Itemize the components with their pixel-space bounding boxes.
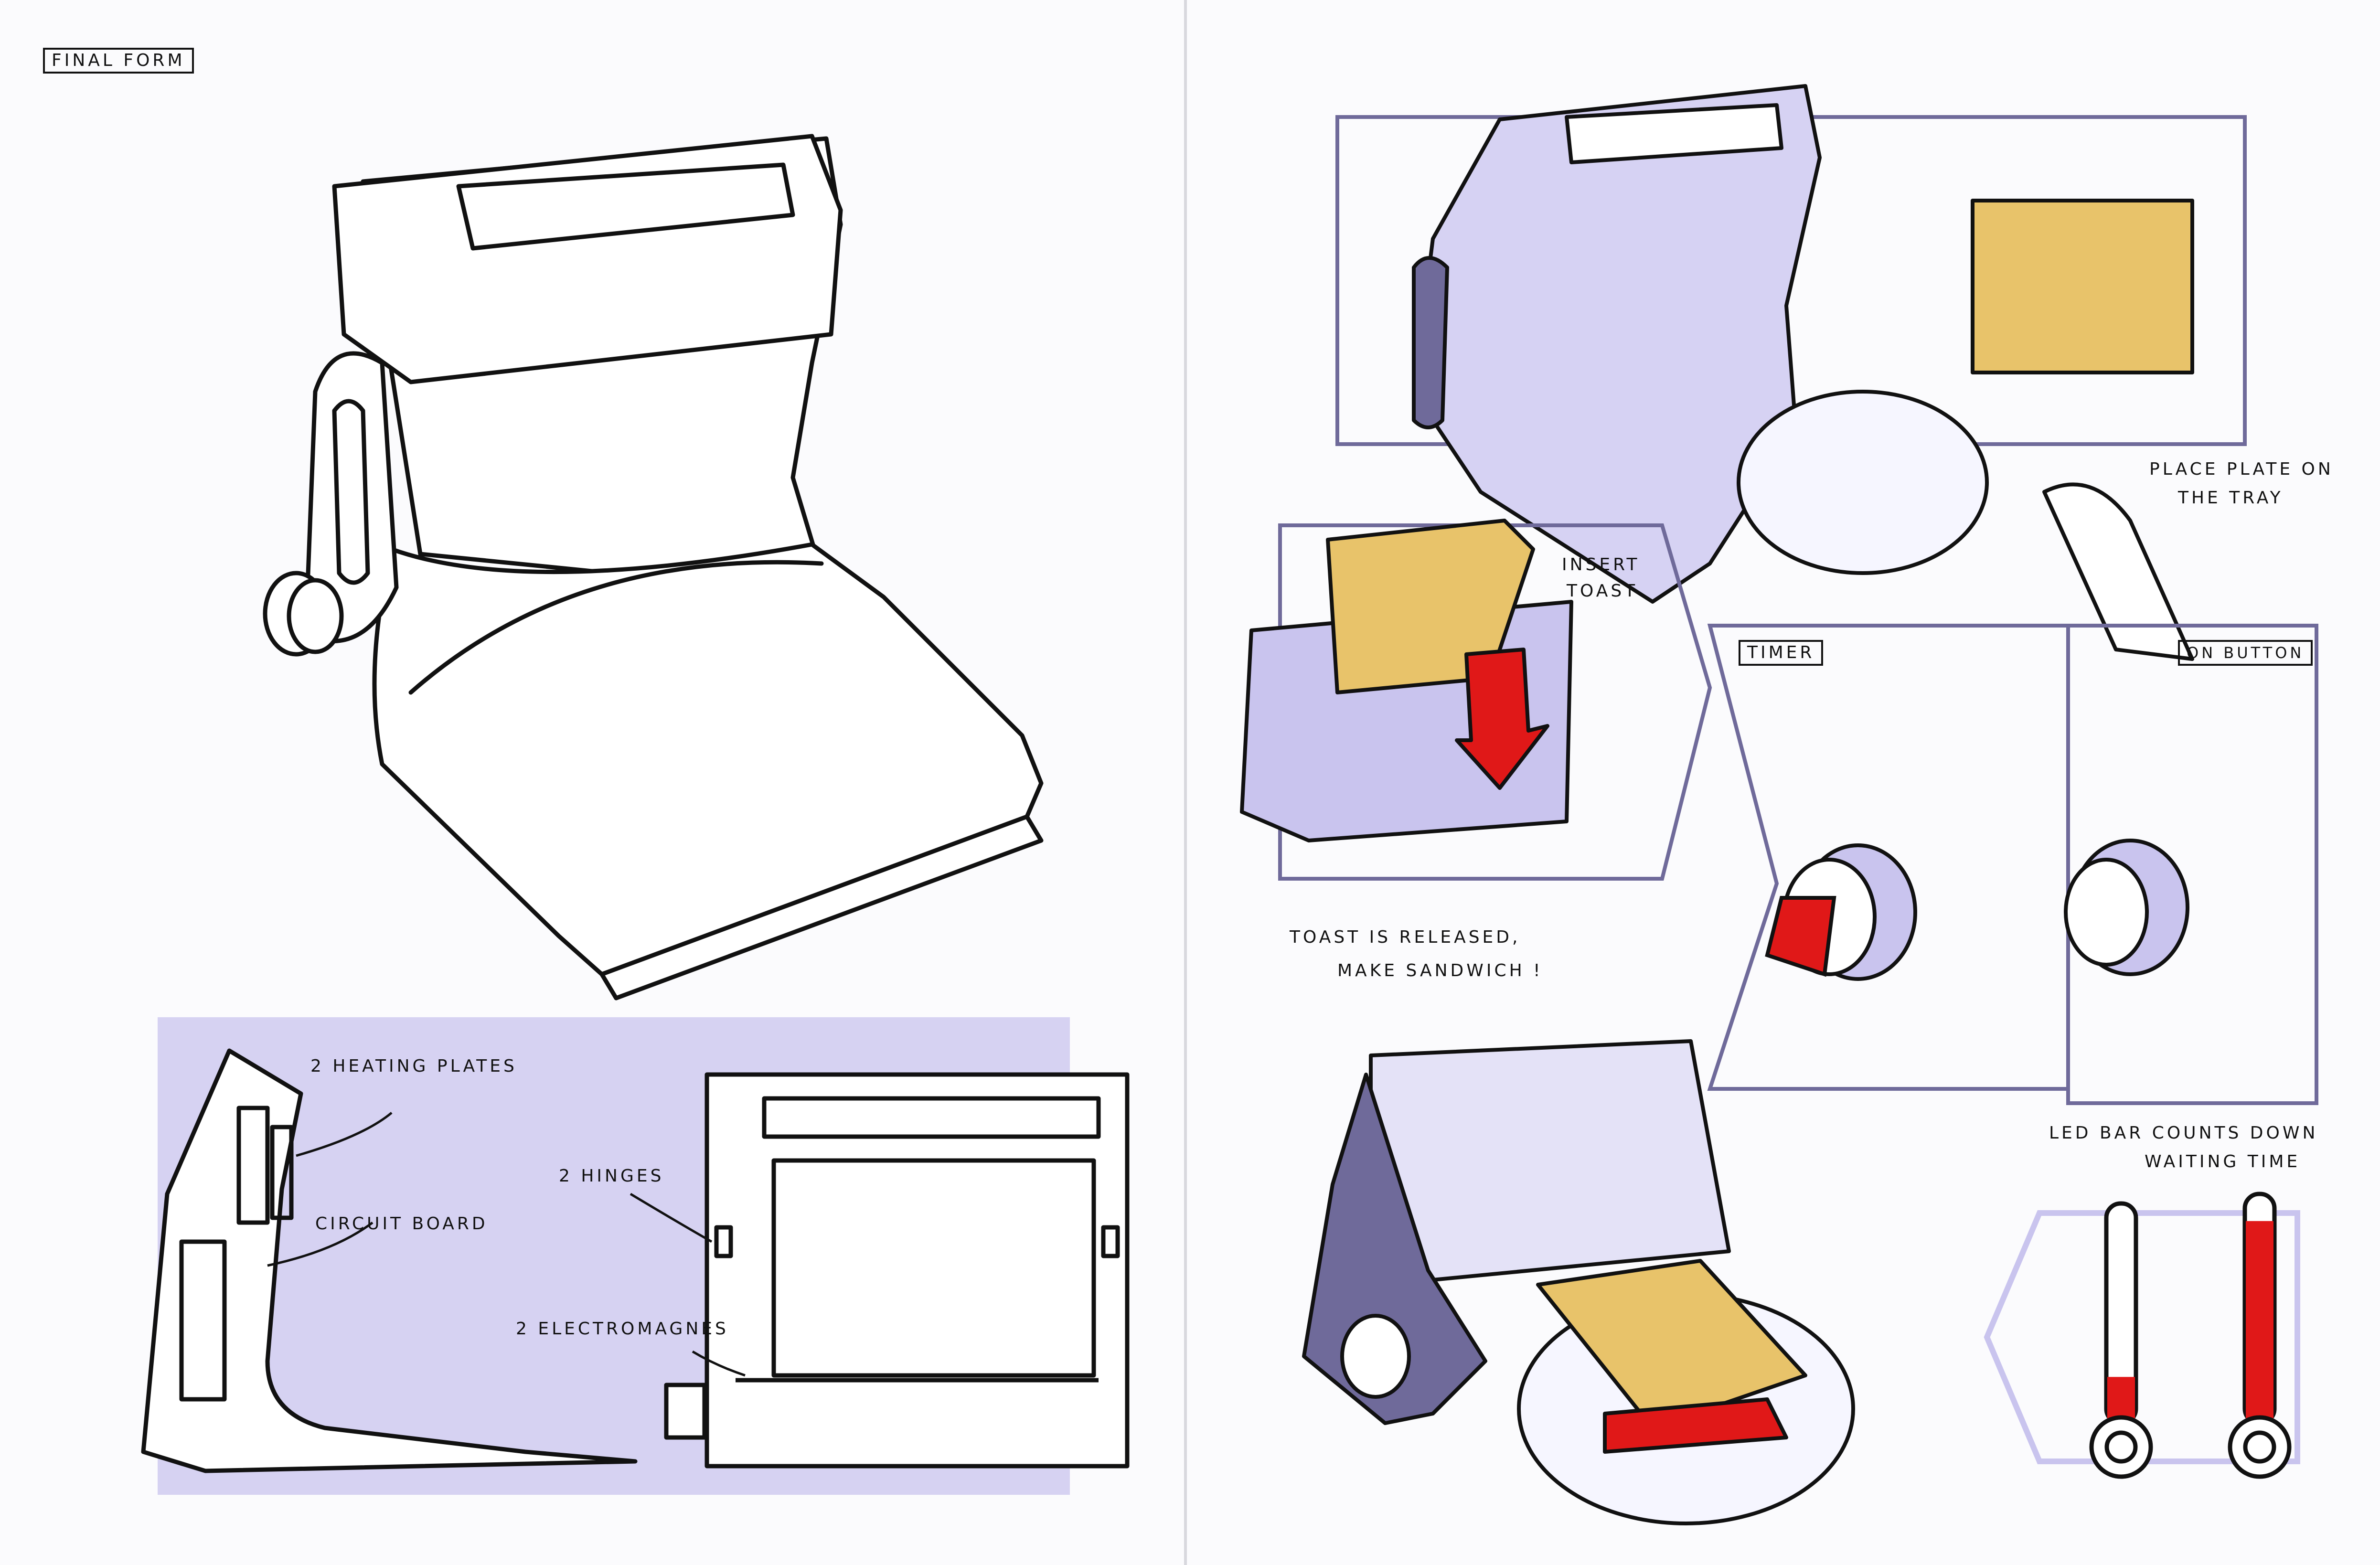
label-led-2: WAITING TIME — [2145, 1152, 2301, 1171]
front-lip — [599, 814, 1044, 1001]
hinge-right — [1101, 1225, 1120, 1258]
arm-slot — [332, 399, 370, 585]
heating-plate-2 — [270, 1125, 294, 1220]
led-bar-full-fill — [2246, 1221, 2273, 1423]
step1-hand — [2042, 482, 2194, 661]
label-circuit-board: CIRCUIT BOARD — [315, 1214, 488, 1234]
leader-magnets — [692, 1350, 746, 1377]
tray-curve — [408, 560, 824, 695]
step2-toast — [1326, 519, 1535, 694]
label-insert-toast-2: TOAST — [1567, 581, 1638, 601]
bread-slot — [456, 162, 795, 251]
on-button-face — [2064, 858, 2149, 967]
front-knob — [664, 1383, 707, 1440]
heating-plate-1 — [236, 1106, 270, 1225]
led-bars — [2089, 1192, 2292, 1479]
circuit-board — [179, 1239, 227, 1402]
label-place-plate-1: PLACE PLATE ON — [2149, 459, 2334, 479]
label-heating-plates: 2 HEATING PLATES — [310, 1056, 517, 1076]
leader-circuit — [267, 1221, 374, 1267]
section-leaders — [267, 1112, 746, 1377]
front-slot — [762, 1096, 1101, 1139]
step2-sketch — [1240, 519, 1573, 842]
step3-frame — [1707, 624, 2070, 1091]
step1-arm — [1412, 256, 1449, 429]
label-released-1: TOAST IS RELEASED, — [1290, 927, 1521, 947]
leader-hinges — [630, 1192, 713, 1243]
side-section-sketch — [141, 1048, 638, 1473]
step4-frame — [2066, 624, 2318, 1105]
step1-plate — [1737, 390, 1989, 575]
led-bulb-full-center — [2243, 1430, 2276, 1464]
led-bulb-countdown-center — [2104, 1430, 2138, 1464]
label-timer: TIMER — [1739, 640, 1824, 666]
step4-knob — [1340, 1314, 1411, 1399]
step4-sketch — [1302, 1039, 1855, 1525]
front-panel — [771, 1158, 1096, 1378]
step4-toast — [1536, 1259, 1807, 1430]
step4-upper — [1369, 1039, 1731, 1282]
timer-turn-arrow — [1765, 896, 1836, 977]
label-led-1: LED BAR COUNTS DOWN — [2049, 1123, 2318, 1143]
bread-loaf — [1971, 199, 2194, 374]
final-form-sketch — [263, 134, 1044, 1001]
label-on-button: ON BUTTON — [2178, 640, 2313, 666]
label-insert-toast-1: INSERT — [1562, 555, 1640, 575]
leader-heating — [296, 1112, 393, 1157]
hinge-left — [714, 1225, 733, 1258]
step4-red-strip — [1603, 1397, 1788, 1454]
front-housing — [704, 1072, 1130, 1469]
step3-sketch — [1765, 839, 2189, 981]
page-title: FINAL FORM — [43, 48, 194, 74]
tray-base — [372, 542, 1044, 977]
step1-slot — [1565, 103, 1783, 164]
label-place-plate-2: THE TRAY — [2178, 488, 2284, 508]
timer-knob-face — [287, 578, 344, 654]
front-view-sketch — [664, 1072, 1130, 1469]
step2-arrow — [1455, 648, 1549, 790]
step1-sketch — [1412, 84, 2194, 661]
label-hinges: 2 HINGES — [559, 1166, 664, 1186]
label-electromagnets: 2 ELECTROMAGNES — [516, 1319, 729, 1339]
label-released-2: MAKE SANDWICH ! — [1337, 961, 1543, 980]
